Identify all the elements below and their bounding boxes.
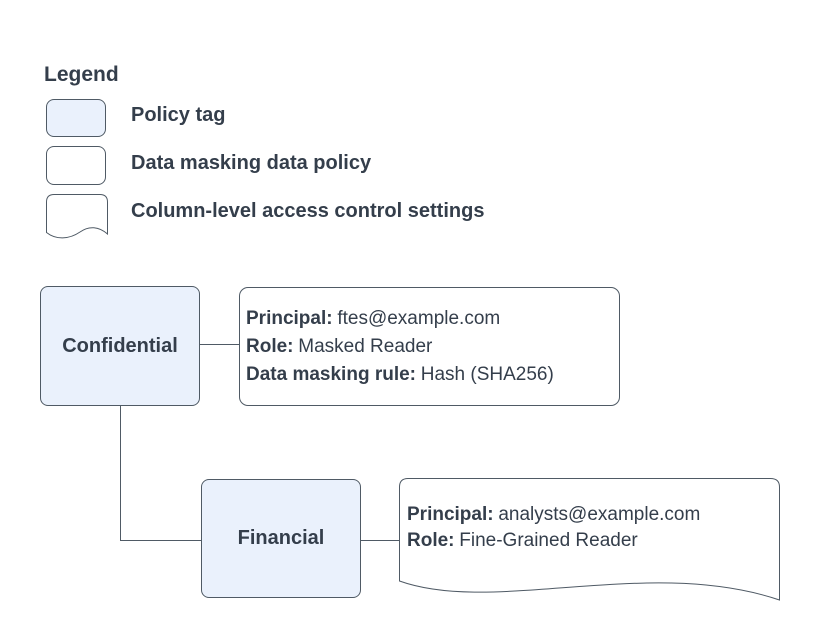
policy-field-masking-rule: Data masking rule:Hash (SHA256) [246, 363, 554, 385]
node-confidential-label: Confidential [62, 334, 178, 357]
policy-field-principal: Principal:ftes@example.com [246, 307, 501, 329]
legend-item-label-policy-tag: Policy tag [131, 104, 226, 126]
acl-field-principal: Principal:analysts@example.com [407, 504, 701, 525]
legend-title: Legend [44, 63, 119, 86]
document-swatch [46, 194, 108, 243]
data-masking-policy-box: Principal:ftes@example.com Role:Masked R… [239, 287, 620, 406]
column-access-document-shape [399, 478, 780, 606]
legend-item-label-data-policy: Data masking data policy [131, 152, 372, 174]
policy-field-role: Role:Masked Reader [246, 335, 433, 357]
node-confidential: Confidential [40, 286, 200, 406]
policy-tag-swatch [46, 99, 106, 137]
legend-item-label-column-access: Column-level access control settings [131, 200, 485, 222]
data-policy-swatch [46, 146, 106, 185]
node-financial: Financial [201, 479, 361, 598]
acl-field-role: Role:Fine-Grained Reader [407, 530, 638, 551]
node-financial-label: Financial [237, 527, 325, 549]
column-access-document-text: Principal:analysts@example.com Role:Fine… [407, 502, 700, 554]
